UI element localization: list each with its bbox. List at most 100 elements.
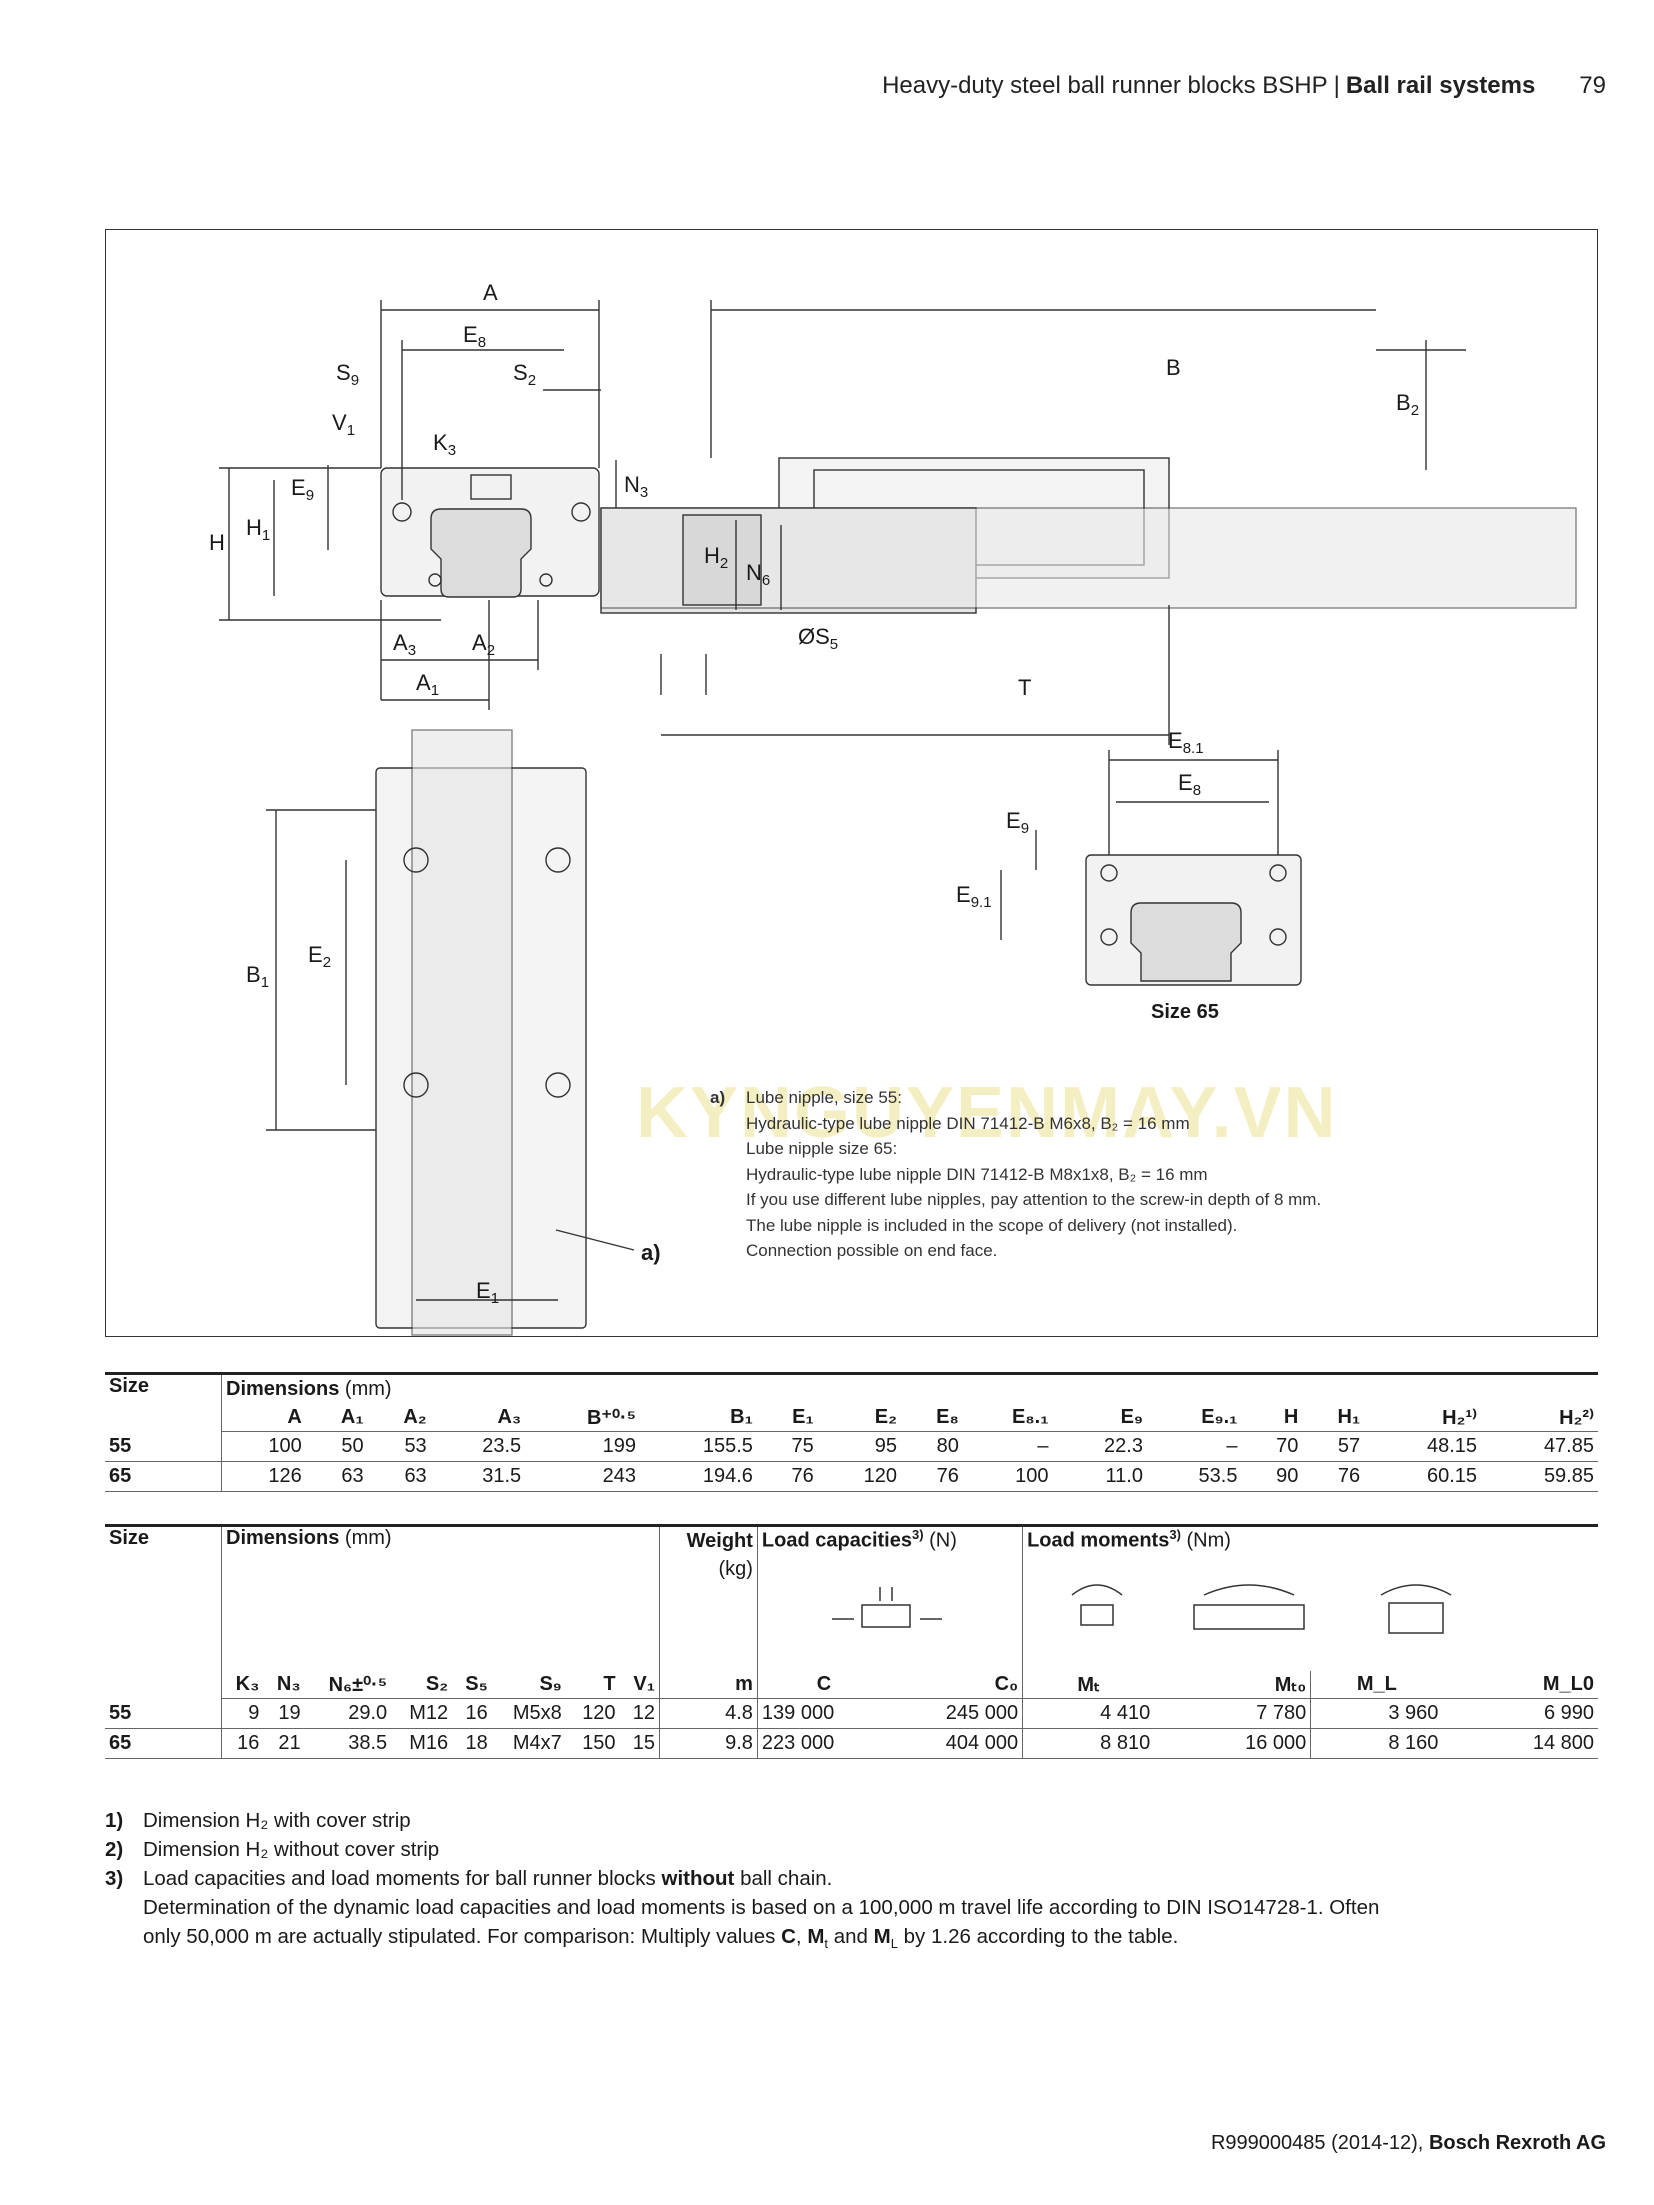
size65-label: Size 65 — [1151, 1001, 1219, 1023]
dim-label-E9: E9 — [291, 475, 314, 504]
technical-drawing: A E8 S9 S2 V1 K3 N3 E9 H H1 A3 A2 A1 B B… — [209, 280, 1577, 1336]
size-header: Size — [105, 1373, 222, 1432]
rail-top — [411, 729, 513, 1336]
notes-label: a) — [710, 1088, 726, 1107]
dim-label-T: T — [1018, 675, 1031, 700]
cell: 7 780 — [1154, 1698, 1312, 1729]
dimensions-table-1: Size Dimensions (mm) A A₁ A₂ A₃ B⁺⁰·⁵ B₁… — [105, 1372, 1598, 1492]
col-header: K₃ — [221, 1670, 264, 1699]
cell: 16 — [221, 1728, 264, 1759]
bolt-hole-icon — [571, 502, 591, 522]
col-header: E₈ — [901, 1403, 963, 1432]
cell: 53 — [367, 1431, 431, 1462]
table-row: 65 16 21 38.5 M16 18 M4x7 150 15 9.8 223… — [105, 1728, 1598, 1759]
cell: 23.5 — [430, 1431, 526, 1462]
col-header: C — [757, 1670, 890, 1699]
cell: 155.5 — [640, 1431, 757, 1462]
cell: 76 — [901, 1461, 963, 1492]
dim-label-E9-size65: E9 — [1006, 808, 1029, 837]
page-header: Heavy-duty steel ball runner blocks BSHP… — [882, 72, 1606, 100]
cell: 76 — [756, 1461, 818, 1492]
col-header: B₁ — [640, 1403, 757, 1432]
bolt-hole-icon — [545, 847, 571, 873]
col-header: E₂ — [817, 1403, 902, 1432]
cell: M16 — [391, 1728, 453, 1759]
header-separator: | — [1333, 72, 1340, 99]
cell: 29.0 — [304, 1698, 392, 1729]
dim-label-H1: H1 — [246, 515, 270, 544]
dim-label-K3: K3 — [433, 430, 456, 459]
cell: 3 960 — [1310, 1698, 1443, 1729]
col-header: H₂¹⁾ — [1364, 1403, 1482, 1432]
dim-label-S2: S2 — [513, 360, 536, 389]
cell: 63 — [367, 1461, 431, 1492]
callout-a: a) — [641, 1240, 661, 1265]
col-header: V₁ — [619, 1670, 661, 1699]
cell: 9 — [221, 1698, 264, 1729]
cell: 4.8 — [659, 1698, 758, 1729]
col-header: A₂ — [367, 1403, 431, 1432]
cell: 31.5 — [430, 1461, 526, 1492]
cell: 76 — [1302, 1461, 1365, 1492]
moment-ml0-icon — [1380, 1584, 1452, 1634]
cell: 120 — [817, 1461, 902, 1492]
dim-label-E2: E2 — [308, 942, 331, 971]
col-header: S₅ — [452, 1670, 492, 1699]
cell: 8 810 — [1022, 1728, 1155, 1759]
rail-section — [600, 507, 1577, 609]
col-header: E₈.₁ — [962, 1403, 1053, 1432]
cell: 6 990 — [1442, 1698, 1598, 1729]
footnote-continuation: Determination of the dynamic load capaci… — [143, 1896, 1380, 1919]
dim-label-H: H — [209, 530, 225, 555]
watermark: KYNGUYENMAY.VN — [636, 1073, 1338, 1153]
note-line: Lube nipple size 65: — [746, 1139, 898, 1158]
header-product: Heavy-duty steel ball runner blocks BSHP — [882, 72, 1328, 99]
dim-label-E9.1: E9.1 — [956, 882, 992, 911]
col-header: A — [221, 1403, 306, 1432]
dim-label-A2: A2 — [472, 630, 495, 659]
dim-label-H2: H2 — [704, 543, 728, 572]
cell: 194.6 — [640, 1461, 757, 1492]
page-number: 79 — [1579, 72, 1606, 99]
col-header: A₃ — [430, 1403, 526, 1432]
bolt-hole-icon — [539, 573, 553, 587]
cell: 53.5 — [1146, 1461, 1242, 1492]
dim-label-A: A — [483, 280, 498, 305]
col-header: N₃ — [263, 1670, 305, 1699]
cell: 12 — [619, 1698, 661, 1729]
col-header: H₂²⁾ — [1481, 1403, 1598, 1432]
cell: 14 800 — [1442, 1728, 1598, 1759]
lube-nipple-notes: a) Lube nipple, size 55: Hydraulic-type … — [710, 1085, 1566, 1264]
col-header: Mₜ — [1022, 1670, 1155, 1699]
footnotes: 1)Dimension H₂ with cover strip 2)Dimens… — [105, 1806, 1605, 1958]
dimensions-header: Dimensions (mm) — [221, 1525, 661, 1671]
dim-label-E8-size65: E8 — [1178, 770, 1201, 799]
technical-drawing-frame: A E8 S9 S2 V1 K3 N3 E9 H H1 A3 A2 A1 B B… — [105, 229, 1598, 1337]
footnote: 1)Dimension H₂ with cover strip — [105, 1809, 411, 1832]
dim-label-N6: N6 — [746, 560, 770, 589]
cell: M4x7 — [491, 1728, 566, 1759]
col-header: N₆±⁰·⁵ — [304, 1670, 392, 1699]
col-header: B⁺⁰·⁵ — [525, 1403, 641, 1432]
cell: 245 000 — [890, 1698, 1024, 1729]
size-cell: 55 — [105, 1698, 222, 1729]
cell: 21 — [263, 1728, 305, 1759]
col-header: M_L — [1310, 1670, 1443, 1699]
note-line: Hydraulic-type lube nipple DIN 71412-B M… — [746, 1164, 1208, 1184]
cell: 16 000 — [1154, 1728, 1312, 1759]
cell: 126 — [221, 1461, 306, 1492]
col-header: Mₜ₀ — [1154, 1670, 1312, 1699]
cell: 22.3 — [1052, 1431, 1147, 1462]
table2-column-headers: K₃ N₃ N₆±⁰·⁵ S₂ S₅ S₉ T V₁ m C C₀ Mₜ Mₜ₀… — [105, 1670, 1598, 1699]
cell: 90 — [1241, 1461, 1303, 1492]
col-header: E₉ — [1052, 1403, 1147, 1432]
size-cell: 55 — [105, 1431, 222, 1462]
col-header: M_L0 — [1442, 1670, 1598, 1699]
rail-bore — [682, 514, 762, 606]
cell: 59.85 — [1481, 1461, 1598, 1492]
note-line: Hydraulic-type lube nipple DIN 71412-B M… — [746, 1113, 1190, 1133]
cell: 4 410 — [1022, 1698, 1155, 1729]
cell: 18 — [452, 1728, 492, 1759]
col-header: E₉.₁ — [1146, 1403, 1242, 1432]
bolt-hole-icon — [403, 847, 429, 873]
